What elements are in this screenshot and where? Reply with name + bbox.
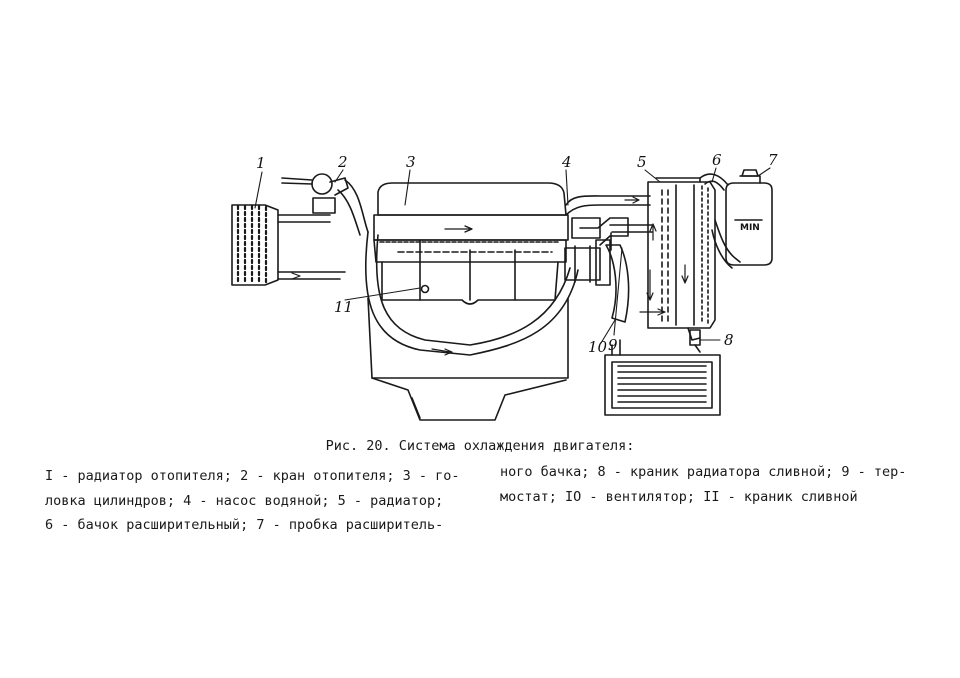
overflow-hose (699, 173, 741, 269)
callout-3: 3 (406, 153, 416, 171)
callout-10: 10 (588, 338, 608, 356)
callout-5: 5 (637, 153, 647, 171)
heater-valve (281, 173, 369, 236)
legend-line: мостат; IO - вентилятор; II - краник сли… (500, 488, 858, 505)
legend-right-column: ного бачка; 8 - краник радиатора сливной… (500, 460, 906, 509)
callout-1: 1 (256, 154, 266, 172)
callout-2: 2 (337, 153, 348, 171)
legend-line: I - радиатор отопителя; 2 - кран отопите… (45, 468, 460, 484)
engine-block (367, 182, 569, 421)
callout-9: 9 (608, 336, 618, 354)
water-pump (564, 195, 653, 286)
legend-line: ного бачка; 8 - краник радиатора сливной… (500, 464, 907, 480)
radiator-front-view (604, 339, 721, 416)
callout-4: 4 (561, 153, 572, 171)
main-radiator (639, 177, 716, 341)
cooling-system-diagram: 1 2 3 4 5 6 7 8 9 10 11 MIN (231, 151, 778, 421)
callout-6: 6 (712, 151, 722, 169)
legend-left-column: I - радиатор отопителя; 2 - кран отопите… (45, 464, 460, 538)
leader-lines (254, 167, 771, 344)
callout-7: 7 (768, 151, 778, 169)
radiator-drain-tap (689, 329, 701, 353)
tank-min-label: MIN (740, 223, 760, 233)
coolant-hoses (344, 231, 579, 356)
fan (605, 232, 630, 323)
legend-line: 6 - бачок расширительный; 7 - пробка рас… (45, 517, 444, 533)
heater-radiator (231, 204, 346, 286)
expansion-tank (725, 169, 773, 266)
legend-line: ловка цилиндров; 4 - насос водяной; 5 - … (45, 492, 444, 509)
callout-11: 11 (334, 298, 353, 316)
callout-8: 8 (724, 331, 734, 349)
figure-caption: Рис. 20. Система охлаждения двигателя: (325, 438, 635, 454)
